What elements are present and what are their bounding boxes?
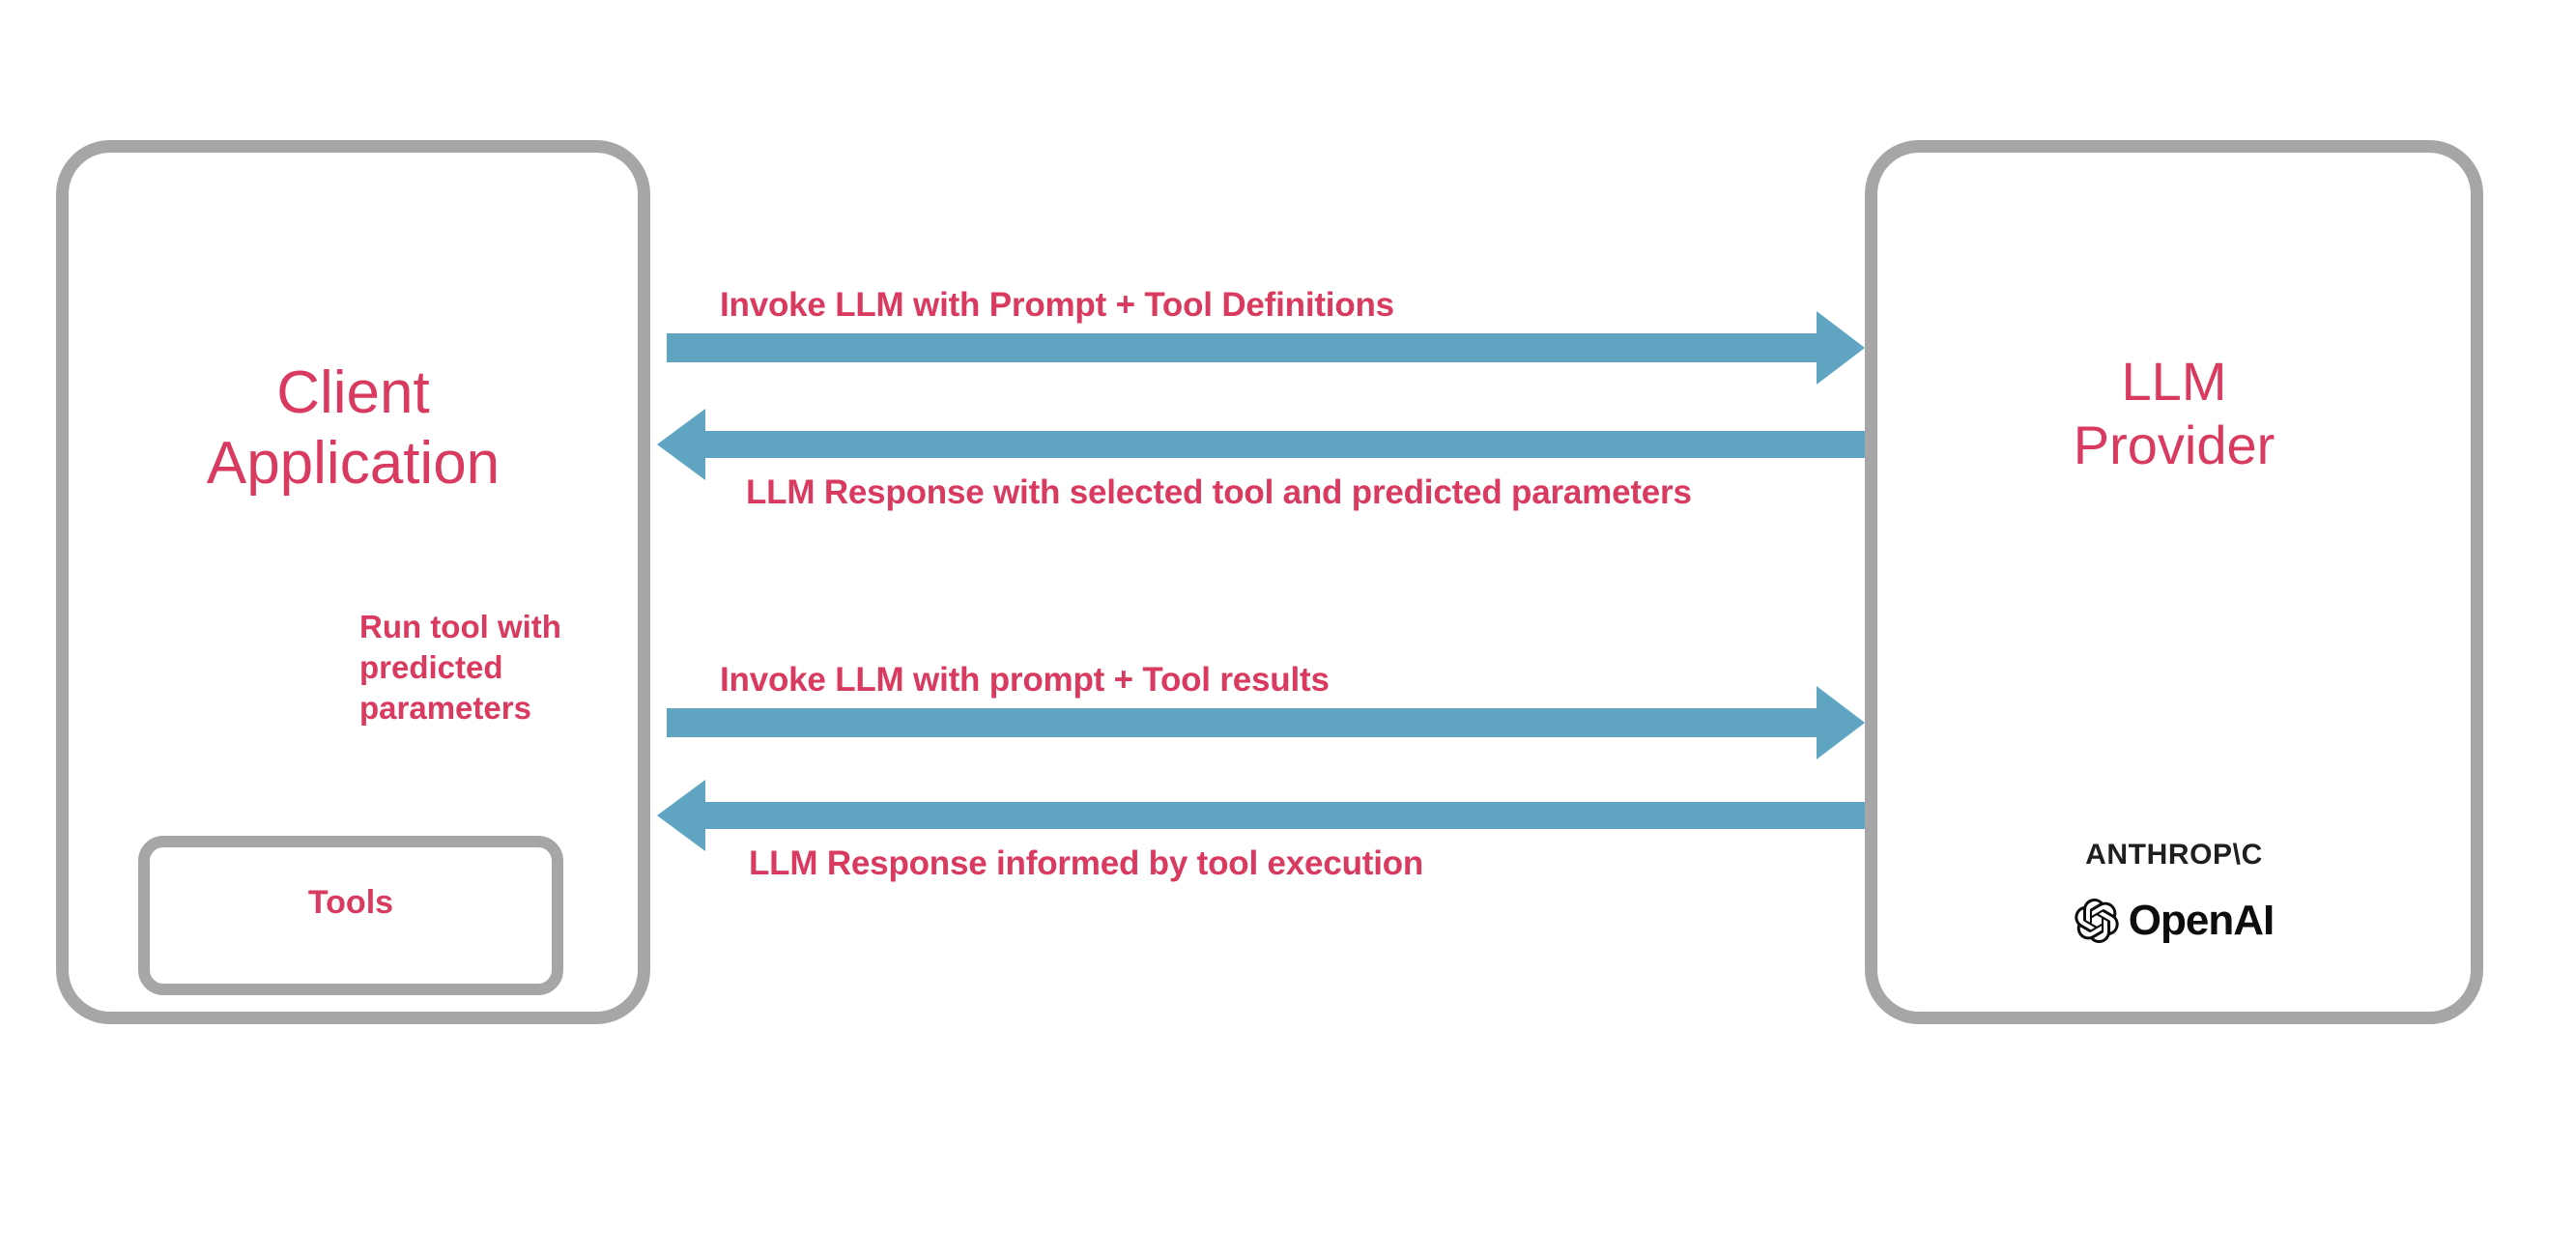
flow-arrow-llm-response-informed-by-tool-execution [657, 780, 1865, 851]
node-llm-provider[interactable] [1865, 140, 2483, 1024]
flow-label-invoke-llm-prompt-tool-results: Invoke LLM with prompt + Tool results [720, 661, 1330, 699]
node-llm-provider-label: LLM Provider [2073, 351, 2275, 476]
flow-label-llm-response-informed-by-tool-execution: LLM Response informed by tool execution [749, 844, 1424, 882]
node-tools[interactable] [138, 836, 563, 995]
openai-logo: OpenAI [1865, 897, 2483, 945]
flow-arrow-llm-response-selected-tool [657, 409, 1865, 480]
anthropic-wordmark-icon: ANTHROP\C [2085, 839, 2263, 871]
flow-label-run-tool-with-predicted-parameters: Run tool with predicted parameters [359, 609, 561, 727]
openai-knot-icon [2075, 899, 2119, 943]
node-client-application-label: Client Application [206, 359, 501, 498]
flow-label-invoke-llm-prompt-tool-definitions: Invoke LLM with Prompt + Tool Definition… [720, 286, 1394, 324]
node-tools-label: Tools [307, 884, 394, 921]
flow-label-llm-response-selected-tool: LLM Response with selected tool and pred… [746, 473, 1692, 511]
openai-wordmark-label: OpenAI [2128, 897, 2275, 944]
